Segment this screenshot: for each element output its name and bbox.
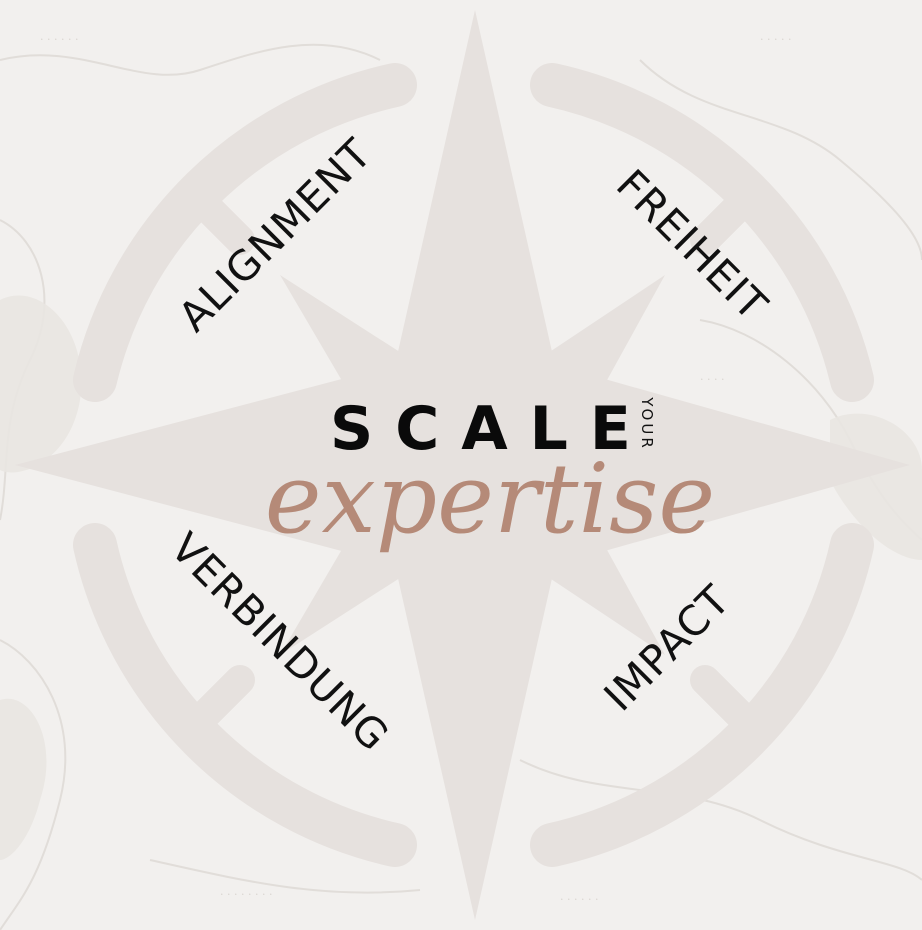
ring-arc-top-left	[73, 63, 417, 402]
svg-text:. . . . . .: . . . . . .	[40, 30, 78, 43]
ring-arc-top-right	[530, 63, 874, 402]
compass-spokes	[190, 190, 755, 730]
svg-text:. . . . . .: . . . . . .	[560, 890, 598, 903]
svg-text:. . . .: . . . .	[700, 370, 724, 383]
ring-arc-bottom-right	[530, 523, 874, 867]
logo-title: SCALE	[330, 394, 653, 464]
ring-arc-bottom-left	[73, 523, 417, 867]
compass-ring	[73, 63, 874, 867]
logo-script-word: expertise	[265, 443, 715, 555]
compass-star	[15, 10, 910, 920]
logo-vertical-word: YOUR	[638, 396, 656, 451]
svg-text:. . . . .: . . . . .	[760, 30, 791, 43]
center-logo: SCALE YOUR expertise	[265, 394, 715, 555]
svg-text:. . . . . . . .: . . . . . . . .	[220, 885, 272, 898]
